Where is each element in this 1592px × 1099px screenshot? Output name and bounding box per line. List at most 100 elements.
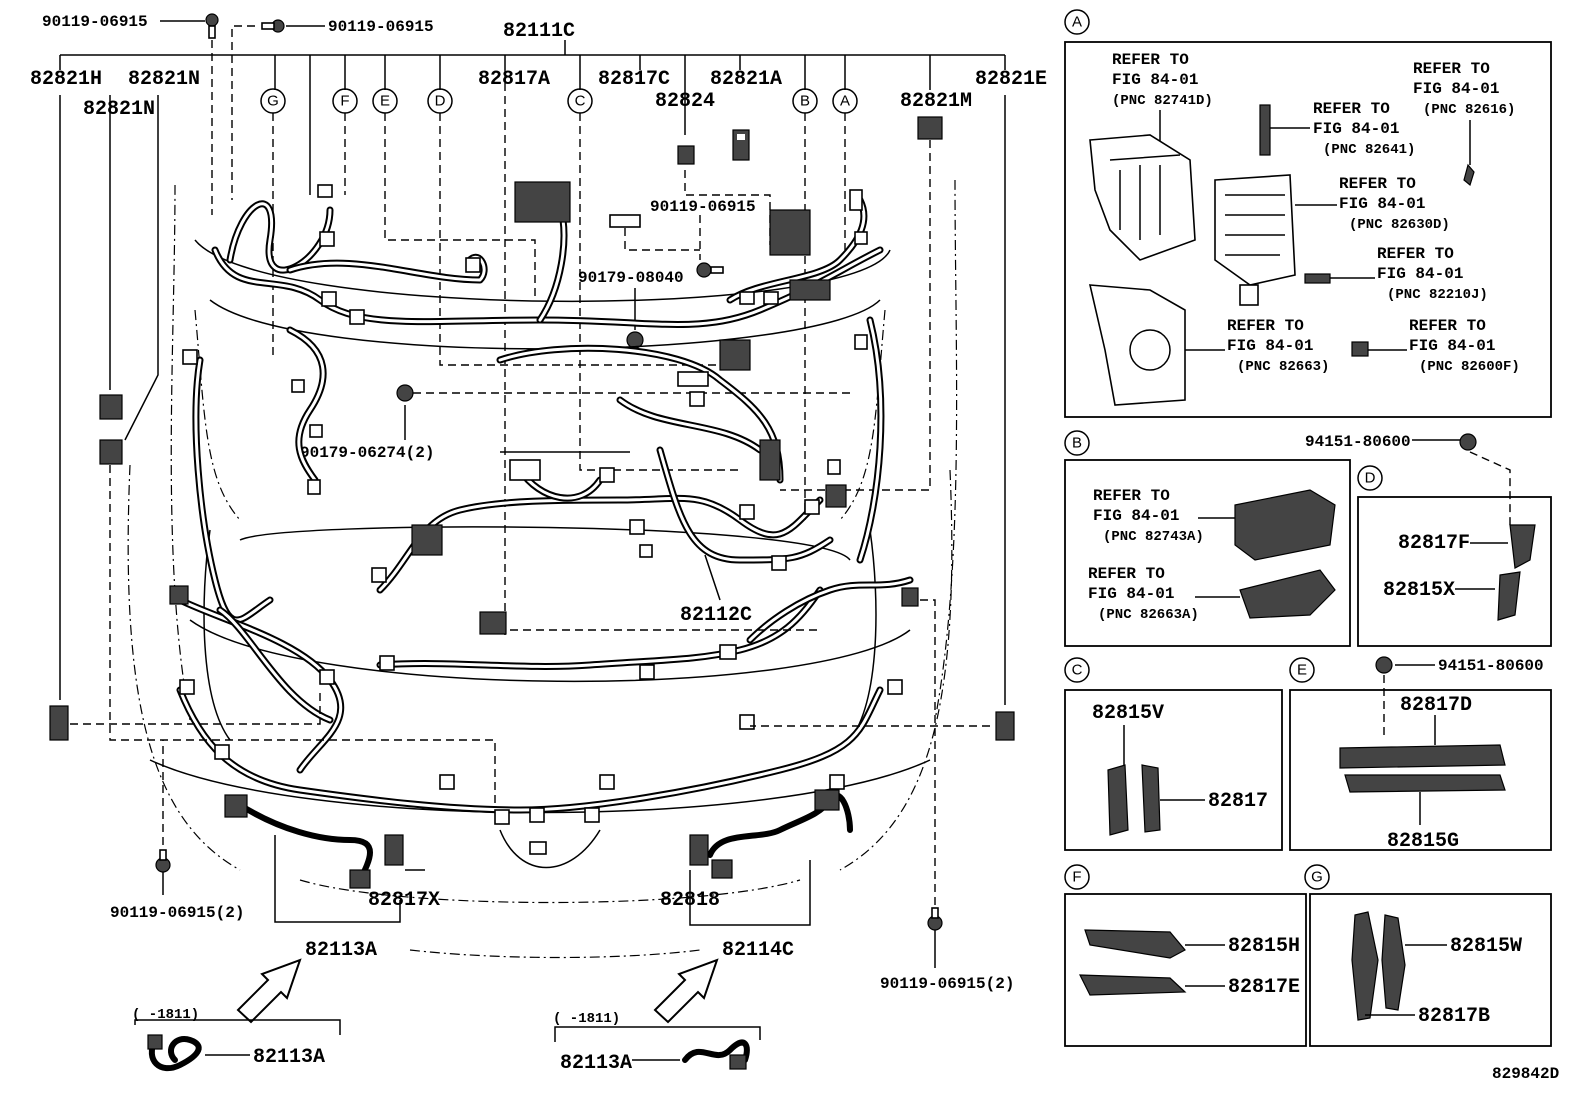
svg-text:FIG 84-01: FIG 84-01 [1339, 195, 1425, 213]
svg-text:82815H: 82815H [1228, 935, 1300, 958]
label-82821N-second: 82821N [83, 98, 155, 121]
label-82821M: 82821M [900, 90, 972, 113]
callout-G: G [260, 88, 286, 114]
fuse-box-icon [1214, 174, 1296, 306]
label-range-left: ( -1811) [132, 1007, 199, 1023]
bracket-icon [1239, 569, 1336, 619]
svg-text:82817: 82817 [1208, 790, 1268, 813]
panel-E: E 94151-80600 82817D 82815G [1289, 656, 1552, 853]
variant-right: ( -1811) 82113A [553, 1011, 761, 1075]
connector-82821A [732, 129, 750, 161]
svg-text:FIG 84-01: FIG 84-01 [1413, 80, 1499, 98]
svg-text:REFER TO: REFER TO [1112, 51, 1189, 69]
connector-82821H [49, 705, 69, 741]
clip-icon [1351, 341, 1369, 357]
bolt-icon [696, 262, 724, 278]
fuse-icon [1304, 273, 1331, 284]
svg-text:FIG 84-01: FIG 84-01 [1409, 337, 1495, 355]
clip-icon [626, 331, 644, 349]
svg-text:94151-80600: 94151-80600 [1438, 657, 1544, 675]
label-bolt-tl1: 90119-06915 [42, 13, 148, 31]
label-82113A: 82113A [305, 939, 377, 962]
label-82111C: 82111C [503, 20, 575, 43]
harness-connectors [169, 181, 919, 855]
svg-text:C: C [575, 93, 586, 110]
label-82821N-top: 82821N [128, 68, 200, 91]
svg-text:REFER TO: REFER TO [1413, 60, 1490, 78]
svg-text:REFER TO: REFER TO [1088, 565, 1165, 583]
panel-C: C 82815V 82817 [1064, 657, 1283, 851]
harness-82111C [192, 196, 885, 624]
connector-82821N-lower [99, 439, 123, 465]
svg-text:B: B [1072, 435, 1082, 452]
label-82824: 82824 [655, 90, 715, 113]
label-82113A-left: 82113A [253, 1046, 325, 1069]
relay-icon [1259, 104, 1271, 156]
panel-A: A REFER TO FIG 84-01 (PNC 82741D) REFER … [1064, 9, 1552, 418]
svg-text:B: B [800, 93, 810, 110]
callout-E: E [372, 88, 398, 114]
label-82817A: 82817A [478, 68, 550, 91]
clip-icon [1459, 433, 1477, 451]
bolt-icon [205, 13, 219, 39]
svg-text:FIG 84-01: FIG 84-01 [1088, 585, 1174, 603]
label-clip-90179-06274: 90179-06274(2) [300, 444, 434, 462]
callout-A: A [832, 88, 858, 114]
variant-left: ( -1811) 82113A [132, 1007, 341, 1072]
svg-text:F: F [1072, 869, 1081, 886]
bolt-icon [155, 849, 171, 873]
svg-text:(PNC 82743A): (PNC 82743A) [1103, 529, 1204, 545]
svg-text:FIG 84-01: FIG 84-01 [1112, 71, 1198, 89]
connector-82824 [677, 145, 695, 165]
svg-text:82817F: 82817F [1398, 532, 1470, 555]
svg-text:82817E: 82817E [1228, 976, 1300, 999]
callout-D: D [427, 88, 453, 114]
label-82817C: 82817C [598, 68, 670, 91]
svg-text:E: E [1297, 662, 1307, 679]
svg-text:82815W: 82815W [1450, 935, 1522, 958]
callout-C: C [567, 88, 593, 114]
svg-text:G: G [267, 93, 279, 110]
bolt-icon [261, 19, 285, 33]
svg-text:A: A [840, 93, 850, 110]
label-bolt-br: 90119-06915(2) [880, 975, 1014, 993]
svg-text:82817B: 82817B [1418, 1005, 1490, 1028]
label-82821A: 82821A [710, 68, 782, 91]
svg-text:(PNC 82210J): (PNC 82210J) [1387, 287, 1488, 303]
harness-82113A [224, 794, 404, 889]
svg-text:C: C [1072, 662, 1083, 679]
svg-text:FIG 84-01: FIG 84-01 [1377, 265, 1463, 283]
svg-text:F: F [340, 93, 349, 110]
svg-text:A: A [1072, 14, 1082, 31]
clip-icon [396, 384, 414, 402]
svg-text:REFER TO: REFER TO [1227, 317, 1304, 335]
svg-text:D: D [1365, 470, 1376, 487]
callout-F: F [332, 88, 358, 114]
svg-text:(PNC 82630D): (PNC 82630D) [1349, 217, 1450, 233]
connector-82821M [917, 116, 943, 140]
connector-82821N-upper [99, 394, 123, 420]
svg-text:D: D [435, 93, 446, 110]
panel-F: F 82815H 82817E [1064, 864, 1307, 1047]
clip-icon [1463, 120, 1475, 187]
svg-text:(PNC 82663A): (PNC 82663A) [1098, 607, 1199, 623]
top-bracket [59, 40, 1006, 195]
svg-text:82815V: 82815V [1092, 702, 1164, 725]
arrow-icon [653, 958, 719, 1024]
relay-box-icon [1089, 134, 1196, 261]
svg-text:E: E [380, 93, 390, 110]
label-82817X: 82817X [368, 889, 440, 912]
clip-icon [1375, 656, 1393, 674]
panel-G: G 82815W 82817B [1304, 864, 1552, 1047]
arrow-icon [236, 958, 302, 1024]
connector-82821E [995, 711, 1015, 741]
svg-text:82815X: 82815X [1383, 579, 1455, 602]
label-82821H: 82821H [30, 68, 102, 91]
bolt-icon [927, 907, 943, 931]
svg-text:REFER TO: REFER TO [1313, 100, 1390, 118]
svg-text:82815G: 82815G [1387, 830, 1459, 853]
svg-text:REFER TO: REFER TO [1377, 245, 1454, 263]
svg-text:(PNC 82663): (PNC 82663) [1237, 359, 1329, 375]
label-bolt-tl2: 90119-06915 [328, 18, 434, 36]
